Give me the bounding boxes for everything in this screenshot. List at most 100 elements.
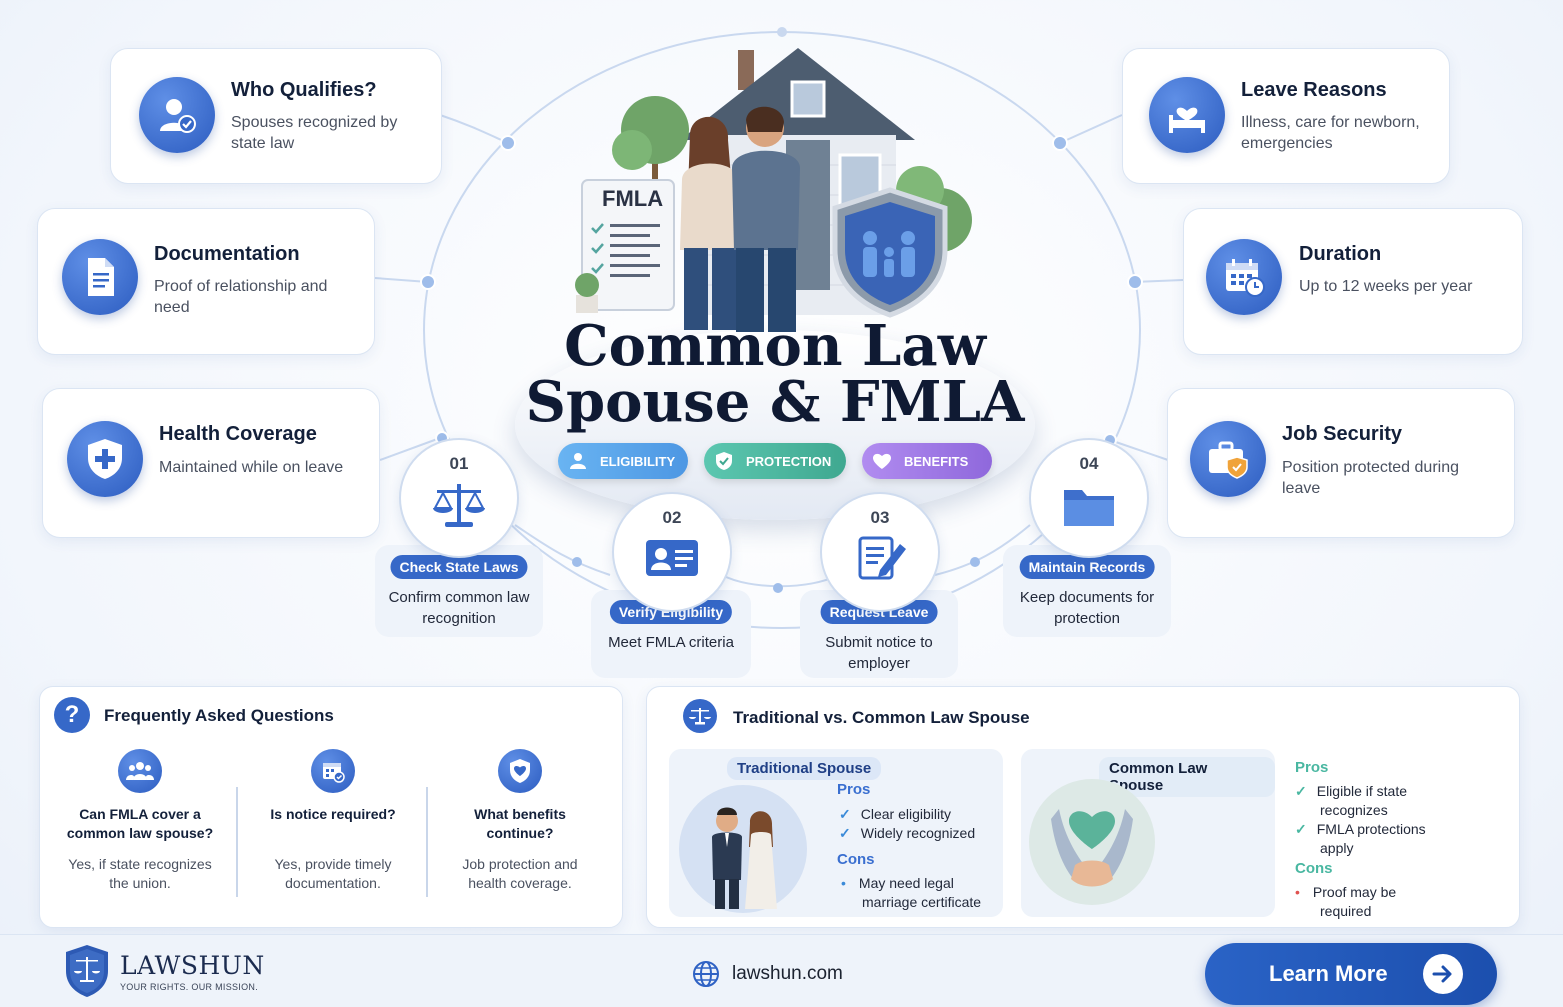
step-desc: Keep documents for protection (1019, 589, 1155, 627)
check-icon: ✓ (1295, 783, 1307, 799)
shield-plus-icon (67, 421, 143, 497)
step-desc: Meet FMLA criteria (608, 634, 734, 651)
con-item-cont: required (1320, 903, 1372, 919)
card-leave-reasons: Leave Reasons Illness, care for newborn,… (1122, 48, 1450, 184)
card-title: Job Security (1282, 423, 1403, 445)
card-title: Health Coverage (159, 423, 317, 445)
card-title: Duration (1299, 243, 1382, 265)
step-number: 02 (662, 508, 682, 527)
faq-item: What benefits continue? Job protection a… (430, 749, 610, 893)
title-line-1: Common Law (564, 313, 986, 379)
check-icon: ✓ (839, 806, 851, 822)
step-1-box: Check State Laws Confirm common law reco… (375, 545, 543, 637)
step-desc: Submit notice to employer (825, 634, 933, 672)
con-item: •Proof may be (1295, 883, 1396, 902)
faq-panel: ? Frequently Asked Questions Can FMLA co… (39, 686, 623, 928)
faq-question: What benefits continue? (474, 806, 566, 841)
con-item-cont: marriage certificate (862, 894, 982, 910)
comparison-title: Traditional vs. Common Law Spouse (733, 708, 1030, 727)
id-card-icon (646, 540, 698, 576)
folder-icon (1064, 490, 1114, 526)
heart-icon (870, 449, 894, 473)
cons-heading: Cons (1295, 860, 1333, 877)
briefcase-shield-icon (1190, 421, 1266, 497)
tag-label: ELIGIBILITY (600, 453, 676, 469)
tag-eligibility: ELIGIBILITY (558, 443, 688, 479)
globe-icon (692, 960, 720, 988)
arrow-right-icon (1423, 954, 1463, 994)
pro-item: ✓Widely recognized (839, 824, 975, 843)
scales-icon (433, 484, 485, 527)
card-title: Leave Reasons (1241, 79, 1387, 101)
faq-title: Frequently Asked Questions (104, 706, 334, 725)
faq-divider (236, 787, 238, 897)
check-icon: ✓ (1295, 821, 1307, 837)
step-3-circle: 03 (820, 492, 940, 612)
bullet-icon: • (1295, 884, 1300, 900)
step-label: Check State Laws (390, 555, 528, 579)
faq-answer: Job protection and health coverage. (462, 856, 578, 891)
faq-question: Is notice required? (270, 806, 396, 822)
step-number: 01 (449, 454, 469, 473)
title-line-2: Spouse & FMLA (525, 369, 1025, 435)
lawshun-logo-icon[interactable] (64, 943, 110, 999)
pro-text: FMLA protections (1316, 821, 1426, 837)
check-icon: ✓ (839, 825, 851, 841)
common-law-box: Common Law Spouse (1021, 749, 1275, 917)
website-link[interactable]: lawshun.com (732, 963, 843, 984)
platform (515, 330, 1035, 520)
pros-heading: Pros (837, 781, 871, 798)
person-icon (566, 449, 590, 473)
couple-avatar (679, 785, 807, 913)
con-text: May need legal (858, 875, 954, 891)
question-icon: ? (54, 697, 90, 733)
card-title: Documentation (154, 243, 300, 265)
heart-shield-icon (498, 749, 542, 793)
card-desc: Spouses recognized by state law (231, 114, 398, 152)
card-desc: Maintained while on leave (159, 459, 344, 476)
faq-answer: Yes, provide timely documentation. (274, 856, 392, 891)
pro-text: Clear eligibility (860, 806, 951, 822)
hands-heart-avatar (1029, 779, 1155, 905)
calendar-clock-icon (1206, 239, 1282, 315)
traditional-label: Traditional Spouse (727, 757, 882, 780)
brand-name[interactable]: LAWSHUN (120, 951, 265, 980)
learn-more-label: Learn More (1269, 961, 1388, 986)
brand-tagline: YOUR RIGHTS. OUR MISSION. (120, 982, 259, 992)
pro-item: ✓ FMLA protections (1295, 820, 1426, 839)
step-label: Maintain Records (1019, 555, 1155, 579)
step-1-circle: 01 (399, 438, 519, 558)
shield-check-icon (712, 449, 736, 473)
pro-item: ✓Eligible if state (1295, 782, 1407, 801)
comparison-panel: Traditional vs. Common Law Spouse Tradit… (646, 686, 1520, 928)
faq-answer: Yes, if state recognizes the union. (68, 856, 212, 891)
learn-more-button[interactable]: Learn More (1205, 943, 1497, 1005)
step-4-circle: 04 (1029, 438, 1149, 558)
faq-question: Can FMLA cover a common law spouse? (66, 806, 214, 841)
step-desc: Confirm common law recognition (388, 589, 530, 627)
faq-divider (426, 787, 428, 897)
calendar-check-icon (311, 749, 355, 793)
person-check-icon (139, 77, 215, 153)
card-duration: Duration Up to 12 weeks per year (1183, 208, 1523, 355)
house-family-illustration (575, 48, 972, 332)
page-title: Common Law Spouse & FMLA (520, 318, 1030, 430)
card-title: Who Qualifies? (231, 79, 377, 101)
card-desc: Position protected during leave (1282, 459, 1459, 497)
step-4-box: Maintain Records Keep documents for prot… (1003, 545, 1171, 637)
faq-item: Is notice required? Yes, provide timely … (243, 749, 423, 893)
pro-item-cont: recognizes (1320, 802, 1388, 818)
tag-protection: PROTECTION (704, 443, 846, 479)
footer: LAWSHUN YOUR RIGHTS. OUR MISSION. lawshu… (0, 934, 1563, 1007)
tag-label: PROTECTION (746, 453, 832, 469)
faq-item: Can FMLA cover a common law spouse? Yes,… (50, 749, 230, 893)
card-desc: Proof of relationship and need (154, 278, 328, 316)
con-item: • May need legal (841, 874, 954, 893)
traditional-box: Traditional Spouse Pros ✓ Clear eligibili… (669, 749, 1003, 917)
pro-item: ✓ Clear eligibility (839, 805, 951, 824)
bullet-icon: • (841, 875, 846, 891)
people-icon (118, 749, 162, 793)
scales-icon (683, 699, 717, 733)
step-number: 04 (1079, 454, 1099, 473)
